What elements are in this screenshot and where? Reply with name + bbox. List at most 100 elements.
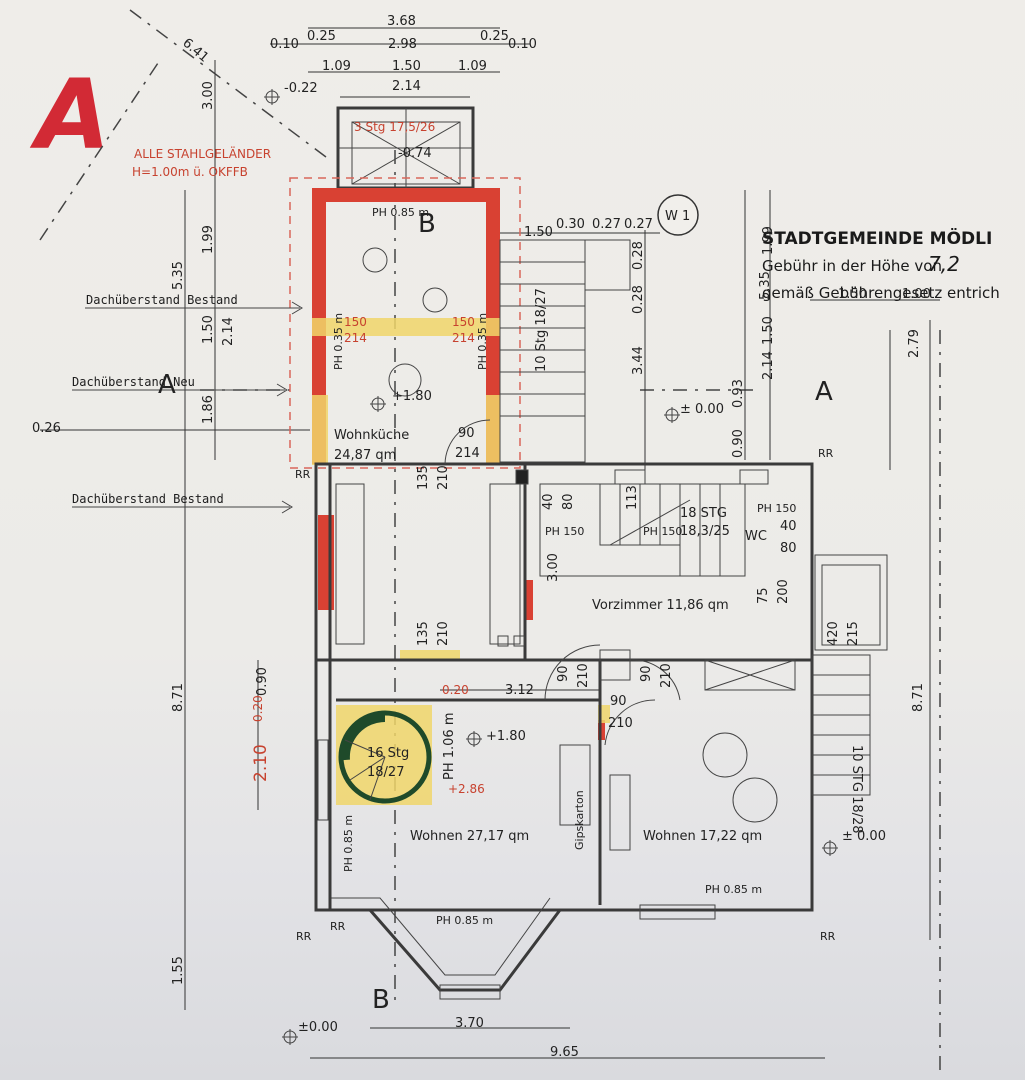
parapet-hall: PH 150	[545, 525, 584, 538]
level-ground-right: ± 0.00	[680, 402, 724, 417]
dimension-label: 0.26	[32, 421, 61, 436]
dimension-label: 200	[776, 579, 791, 604]
dimension-label: 1.99	[201, 225, 216, 254]
room-living-1: Wohnen 27,17 qm	[410, 829, 529, 844]
dimension-label: 3.44	[631, 346, 646, 375]
window-tag-circle	[657, 194, 699, 236]
spiral-stair	[338, 710, 432, 804]
dimension-label: 0.25	[480, 29, 509, 44]
dimension-text: 3.68 0.10 0.25 2.98 0.25 0.10 1.09 1.50 …	[32, 14, 931, 1060]
dimension-label: 210	[608, 716, 633, 731]
railing-note: ALLE STAHLGELÄNDER	[134, 146, 271, 161]
right-stair	[811, 554, 888, 796]
dimension-label: 6.41	[179, 36, 211, 66]
level-right-low: ± 0.00	[842, 829, 886, 844]
dimension-label: 150	[344, 315, 367, 329]
dimension-label: 1.50	[201, 315, 216, 344]
dimension-label: 3.68	[387, 14, 416, 29]
dimension-label: 0.28	[631, 241, 646, 270]
section-a-right: A	[815, 377, 833, 407]
dimension-label: 1.50	[524, 225, 553, 240]
window-tag: W 1	[665, 209, 690, 224]
section-b-bottom: B	[372, 985, 390, 1015]
dimension-label: 0.28	[631, 285, 646, 314]
dimension-label: 135	[416, 621, 431, 646]
dimension-label: 0.27	[592, 217, 621, 232]
dimension-label: 1.50	[392, 59, 421, 74]
building-walls	[314, 462, 814, 1000]
dimension-label: 1.50	[838, 287, 867, 302]
eave-existing-label: Dachüberstand Bestand	[86, 293, 238, 307]
municipal-stamp: STADTGEMEINDE MÖDLI Gebühr in der Höhe v…	[762, 227, 1000, 302]
dimension-label: 0.27	[624, 217, 653, 232]
section-marker-a: A	[29, 59, 110, 171]
dimension-label: 420	[826, 621, 841, 646]
rr-mark: RR	[820, 930, 836, 943]
dimension-label: 1.09	[458, 59, 487, 74]
dimension-label: 2.14	[221, 317, 236, 346]
dimension-label: 80	[780, 541, 797, 556]
furniture	[362, 247, 778, 851]
dimension-label: 0.30	[556, 217, 585, 232]
dimension-label: 0.20	[251, 695, 265, 722]
dimension-label: 2.10	[251, 744, 271, 782]
dimension-label: 214	[455, 446, 480, 461]
room-wc: WC	[745, 529, 767, 544]
side-stair-label: 10 Stg 18/27	[534, 288, 549, 372]
dimension-label: 9.65	[550, 1045, 579, 1060]
stamp-law-line: gemäß Gebührengesetz entrich	[762, 284, 1000, 302]
level-top: -0.74	[398, 146, 432, 161]
room-hall: Vorzimmer 11,86 qm	[592, 598, 729, 613]
right-stair-label: 10 STG 18/28	[849, 745, 864, 834]
dimension-label: 0.93	[731, 379, 746, 408]
dimension-label: 90	[610, 694, 627, 709]
dimension-label: 90	[639, 665, 654, 682]
stamp-title: STADTGEMEINDE MÖDLI	[762, 227, 992, 249]
level-spiral: +2.86	[448, 782, 485, 796]
dimension-label: 3.70	[455, 1016, 484, 1031]
level-markers	[264, 89, 838, 1045]
section-a-left: A	[158, 370, 176, 400]
dimension-label: 1.50	[761, 316, 776, 345]
rr-mark: RR	[296, 930, 312, 943]
room-living-2: Wohnen 17,22 qm	[643, 829, 762, 844]
dimension-label: 40	[541, 493, 556, 510]
dimension-label: 2.14	[392, 79, 421, 94]
parapet-living: PH 1.06 m	[442, 713, 457, 781]
dimension-label: 0.10	[270, 37, 299, 52]
eave-new-label: Dachüberstand Neu	[72, 375, 195, 389]
dimension-label: 3.00	[201, 81, 216, 110]
dimension-label: 0.25	[307, 29, 336, 44]
dimension-label: 2.14	[761, 351, 776, 380]
stamp-fee-value: 7,2	[928, 252, 960, 276]
rr-mark: RR	[295, 468, 311, 481]
parapet-top: PH 0.85 m	[372, 206, 429, 219]
level-living: +1.80	[486, 729, 526, 744]
dimension-label: 215	[846, 621, 861, 646]
dimension-label: 0.90	[731, 429, 746, 458]
inner-stair	[539, 483, 746, 577]
dimension-label: 80	[561, 493, 576, 510]
parapet-left: PH 0.35 m	[332, 313, 345, 370]
dimension-label: 0.20	[442, 683, 469, 697]
dimension-lines	[40, 27, 940, 1059]
dimension-label: 150	[452, 315, 475, 329]
parapet-wc: PH 150	[757, 502, 796, 515]
dimension-label: 135	[416, 465, 431, 490]
dimension-label: 5.35	[758, 271, 773, 300]
dimension-label: 2.79	[907, 329, 922, 358]
stamp-fee-line: Gebühr in der Höhe von	[762, 257, 942, 275]
dimension-label: 0.90	[255, 667, 270, 696]
top-stair-label: 3 Stg 17,5/26	[354, 120, 435, 134]
level-dim-top: -0.22	[284, 81, 318, 96]
drywall-label: Gipskarton	[573, 790, 586, 850]
parapet-bay: PH 0.85 m	[436, 914, 493, 927]
parapet-right: PH 0.35 m	[476, 313, 489, 370]
spiral-stair-ratio: 18/27	[367, 765, 404, 780]
dimension-label: 2.98	[388, 37, 417, 52]
room-kitchen-name: Wohnküche	[334, 428, 409, 443]
dimension-label: 1.99	[761, 226, 776, 255]
dimension-label: 5.35	[171, 261, 186, 290]
dimension-label: 210	[576, 663, 591, 688]
